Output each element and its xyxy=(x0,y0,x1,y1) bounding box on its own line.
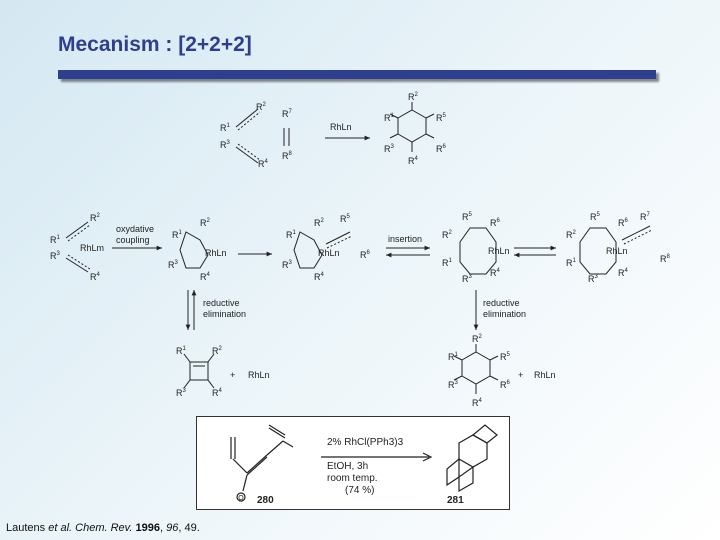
svg-text:R6: R6 xyxy=(500,380,511,390)
svg-text:R3: R3 xyxy=(588,274,599,284)
svg-text:R1: R1 xyxy=(442,258,453,268)
compound-281: 281 xyxy=(447,495,464,506)
title-underline xyxy=(58,70,656,79)
svg-text:R4: R4 xyxy=(618,268,629,278)
mechanism-labels: R2 R1 R3 R4 RhLm oxydative coupling R2 R… xyxy=(50,212,671,319)
svg-text:R6: R6 xyxy=(490,218,501,228)
svg-text:R3: R3 xyxy=(176,388,187,398)
plus-left: + xyxy=(230,370,235,380)
plus-right: + xyxy=(518,370,523,380)
svg-text:R6: R6 xyxy=(618,218,629,228)
label-r7: R7 xyxy=(282,109,293,119)
compound-280: 280 xyxy=(257,495,274,506)
svg-text:R1: R1 xyxy=(172,230,183,240)
svg-text:R4: R4 xyxy=(212,388,223,398)
svg-text:R2: R2 xyxy=(90,213,101,223)
svg-text:R1: R1 xyxy=(286,230,297,240)
rh-metallacycle-alkyne: RhLn xyxy=(606,246,628,256)
prod-r1: R1 xyxy=(384,113,395,123)
citation: Lautens et al. Chem. Rev. 1996, 96, 49. xyxy=(6,522,200,534)
svg-text:R5: R5 xyxy=(500,352,511,362)
elimination-label-left: elimination xyxy=(203,309,246,319)
svg-text:R7: R7 xyxy=(640,212,651,222)
prod-r3: R3 xyxy=(384,144,395,154)
svg-text:R1: R1 xyxy=(448,352,459,362)
yield-text: (74 %) xyxy=(345,485,374,496)
svg-text:R1: R1 xyxy=(176,346,187,356)
svg-text:R1: R1 xyxy=(50,235,61,245)
solvent-text: EtOH, 3h xyxy=(327,461,368,472)
bottom-products xyxy=(183,344,499,394)
svg-text:R5: R5 xyxy=(340,214,351,224)
prod-r5: R5 xyxy=(436,113,447,123)
svg-text:R2: R2 xyxy=(212,346,223,356)
svg-text:R4: R4 xyxy=(490,268,501,278)
svg-text:R4: R4 xyxy=(90,272,101,282)
label-r1: R1 xyxy=(220,123,231,133)
svg-text:R2: R2 xyxy=(442,230,453,240)
prod-r6: R6 xyxy=(436,144,447,154)
citation-authors: Lautens xyxy=(6,522,46,534)
label-r8: R8 xyxy=(282,151,293,161)
prod-r4: R4 xyxy=(408,156,419,166)
svg-text:R8: R8 xyxy=(660,254,671,264)
svg-text:R2: R2 xyxy=(566,230,577,240)
svg-text:R2: R2 xyxy=(472,334,483,344)
bottom-labels: R1 R2 R3 R4 + RhLn R2 R1 R5 R3 R6 R4 + R… xyxy=(176,334,556,408)
rh-metallacycle-1: RhLn xyxy=(205,248,227,258)
label-r2: R2 xyxy=(256,102,267,112)
example-reaction-box: O 2% RhCl(PPh3)3 EtOH, 3h room temp. (74… xyxy=(196,416,510,510)
reductive-label-left: reductive xyxy=(203,298,240,308)
svg-text:R4: R4 xyxy=(314,272,325,282)
rh-cat-top: RhLn xyxy=(330,122,352,132)
citation-pages: 49. xyxy=(184,522,200,534)
oxidative-label: oxydative xyxy=(116,224,154,234)
svg-text:R2: R2 xyxy=(200,218,211,228)
rh-released-left: RhLn xyxy=(248,370,270,380)
coupling-label: coupling xyxy=(116,235,150,245)
svg-text:R2: R2 xyxy=(314,218,325,228)
top-equation xyxy=(235,102,435,164)
label-r4: R4 xyxy=(258,159,269,169)
svg-text:R5: R5 xyxy=(462,212,473,222)
citation-volume: 96 xyxy=(166,522,179,534)
slide-title: Mecanism : [2+2+2] xyxy=(58,33,252,56)
rh-complex-1: RhLm xyxy=(80,243,104,253)
svg-text:R5: R5 xyxy=(590,212,601,222)
rh-metallacycloheptadiene: RhLn xyxy=(488,246,510,256)
catalyst-text: 2% RhCl(PPh3)3 xyxy=(327,437,404,448)
top-equation-labels: R2 R1 R3 R4 R7 R8 RhLn R2 R5 R6 R4 R3 R1 xyxy=(220,92,447,169)
svg-text:R3: R3 xyxy=(448,380,459,390)
oxygen-label: O xyxy=(238,495,244,502)
example-reaction-drawing: O 2% RhCl(PPh3)3 EtOH, 3h room temp. (74… xyxy=(230,424,498,506)
label-r3: R3 xyxy=(220,140,231,150)
svg-text:R3: R3 xyxy=(462,274,473,284)
citation-year: 1996 xyxy=(135,522,160,534)
insertion-label: insertion xyxy=(388,234,422,244)
svg-text:R3: R3 xyxy=(168,260,179,270)
prod-r2: R2 xyxy=(408,92,419,102)
svg-text:R3: R3 xyxy=(282,260,293,270)
svg-text:R3: R3 xyxy=(50,251,61,261)
svg-text:R4: R4 xyxy=(472,398,483,408)
elimination-label-right: elimination xyxy=(483,309,526,319)
citation-etal: et al. xyxy=(48,522,73,534)
reductive-label-right: reductive xyxy=(483,298,520,308)
svg-text:R6: R6 xyxy=(360,250,371,260)
svg-text:R4: R4 xyxy=(200,272,211,282)
citation-journal: Chem. Rev. xyxy=(75,522,133,534)
rh-released-right: RhLn xyxy=(534,370,556,380)
mechanism-row xyxy=(65,221,653,330)
svg-text:R1: R1 xyxy=(566,258,577,268)
rh-metallacycle-2: RhLn xyxy=(318,248,340,258)
temperature-text: room temp. xyxy=(327,473,378,484)
